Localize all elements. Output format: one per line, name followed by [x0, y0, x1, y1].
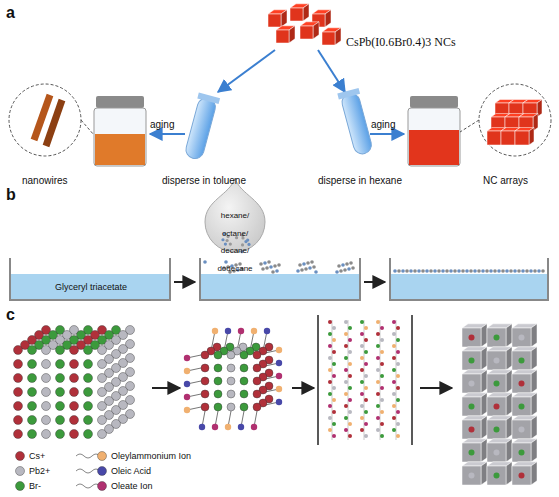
legend-swatch: [74, 450, 108, 462]
label-text: b: [6, 186, 16, 203]
legend-swatch: [74, 465, 108, 477]
legend-text: Cs+: [29, 451, 45, 461]
annotation-label: disperse in hexane: [318, 170, 402, 188]
legend-swatch: [14, 480, 26, 492]
legend-ball: [16, 482, 25, 491]
label-text: CsPb(I0.6Br0.4)3 NCs: [346, 35, 456, 49]
legend-swatch: [74, 480, 108, 492]
label-text: aging: [150, 119, 174, 130]
panel-letter: a: [6, 4, 15, 22]
ligand-tail: [76, 454, 100, 458]
panel-letter: b: [6, 186, 16, 204]
annotation-label: nanowires: [22, 170, 68, 188]
legend-text: Oleic Acid: [111, 466, 151, 476]
annotation-label: hexane/ octane/ decane/ dodecane: [213, 204, 257, 274]
label-text: hexane/ octane/ decane/ dodecane: [217, 211, 252, 273]
ligand-tail: [76, 484, 100, 488]
legend-swatch: [14, 450, 26, 462]
annotation-label: aging: [371, 114, 395, 132]
annotation-label: NC arrays: [483, 170, 528, 188]
legend-text: Pb2+: [29, 466, 50, 476]
label-text: nanowires: [22, 175, 68, 186]
ligand-tail: [76, 469, 100, 473]
annotation-label: disperse in toluene: [162, 170, 246, 188]
liquid-layer: Glyceryl triacetate: [16, 275, 166, 298]
legend-ball: [98, 452, 107, 461]
legend-ball: [98, 467, 107, 476]
label-text: NC arrays: [483, 175, 528, 186]
legend-ball: [16, 452, 25, 461]
label-text: disperse in toluene: [162, 175, 246, 186]
legend-text: Oleate Ion: [111, 481, 153, 491]
label-text: aging: [371, 119, 395, 130]
panel-letter: c: [6, 306, 15, 324]
label-text: c: [6, 306, 15, 323]
annotation-label: aging: [150, 114, 174, 132]
legend-ball: [98, 482, 107, 491]
annotation-label: CsPb(I0.6Br0.4)3 NCs: [346, 32, 456, 50]
legend-item: Pb2+: [14, 465, 50, 477]
legend-text: Oleylammonium Ion: [111, 451, 191, 461]
node-text: Glyceryl triacetate: [55, 282, 127, 292]
legend-item: Oleylammonium Ion: [74, 450, 191, 462]
legend-item: Br-: [14, 480, 41, 492]
legend-item: Oleate Ion: [74, 480, 153, 492]
legend-swatch: [14, 465, 26, 477]
legend-item: Oleic Acid: [74, 465, 151, 477]
label-text: disperse in hexane: [318, 175, 402, 186]
label-text: a: [6, 4, 15, 21]
legend-text: Br-: [29, 481, 41, 491]
legend-item: Cs+: [14, 450, 45, 462]
legend-ball: [16, 467, 25, 476]
